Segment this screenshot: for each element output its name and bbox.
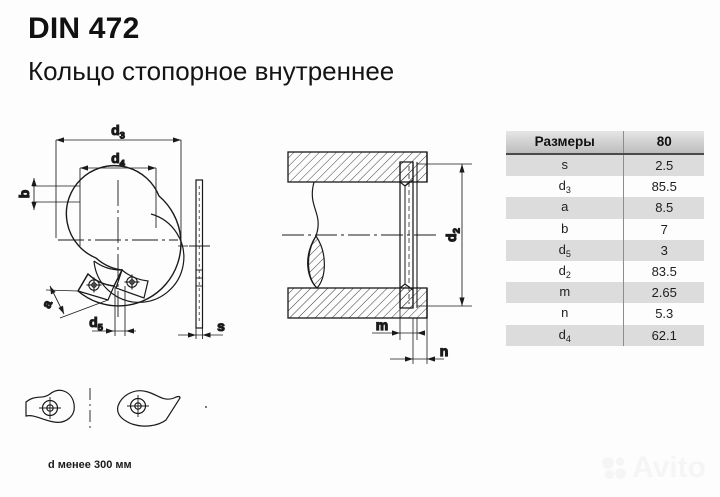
avito-watermark-text: Avito <box>632 451 706 484</box>
page-title: DIN 472 <box>28 12 140 45</box>
page-subtitle: Кольцо стопорное внутреннее <box>28 56 395 86</box>
lug-detail-right <box>117 390 181 427</box>
table-header-row: Размеры 80 <box>506 131 704 155</box>
dimension-b <box>31 178 80 210</box>
dimension-label-m: m <box>376 317 388 333</box>
section-extension-lines <box>399 308 428 364</box>
avito-watermark: Avito <box>601 453 706 483</box>
row-value: 2.5 <box>623 154 704 177</box>
section-view-drawing: d2 m n <box>282 151 472 364</box>
dimension-label-d4: d4 <box>111 150 126 170</box>
row-value: 5.3 <box>623 303 704 325</box>
dimension-a <box>45 285 109 319</box>
row-symbol: s <box>506 154 625 177</box>
side-edge-view <box>178 179 210 329</box>
table-row: d2 83.5 <box>506 261 704 283</box>
row-value: 2.65 <box>623 282 704 304</box>
dimension-label-d3: d3 <box>111 122 125 142</box>
dimension-label-a: a <box>39 297 56 310</box>
table-body: s 2.5 d3 85.5 a 8.5 b 7 d5 3 d2 83.5 <box>506 154 704 346</box>
table-row: n 5.3 <box>506 303 704 325</box>
dimensions-table: Размеры 80 s 2.5 d3 85.5 a 8.5 b 7 d5 <box>506 131 704 346</box>
row-value: 8.5 <box>623 197 704 219</box>
lug-detail-left <box>25 389 75 423</box>
table-row: d3 85.5 <box>506 176 704 198</box>
ring-lug-right <box>115 268 149 299</box>
front-view-drawing: d3 d4 b <box>18 121 226 339</box>
ring-lug-left <box>77 273 115 301</box>
table-row: a 8.5 <box>506 197 704 219</box>
center-axis-cross <box>58 180 178 318</box>
dimension-label-d2: d2 <box>443 228 463 242</box>
table-header-sizes: Размеры <box>506 131 625 155</box>
row-symbol: d4 <box>506 324 625 346</box>
table-row: s 2.5 <box>506 154 704 177</box>
table-header-value: 80 <box>623 131 704 155</box>
dimension-s <box>178 324 223 339</box>
row-value: 7 <box>623 218 704 240</box>
avito-logo-icon <box>602 457 627 480</box>
dimension-label-s: s <box>217 318 225 334</box>
page-header: DIN 472 Кольцо стопорное внутреннее <box>28 12 395 86</box>
row-symbol: a <box>506 197 625 219</box>
lug-detail-drawings <box>25 388 207 430</box>
row-symbol: b <box>506 218 625 240</box>
retaining-ring-outline <box>65 164 185 307</box>
dimension-d4 <box>79 165 157 246</box>
row-value: 83.5 <box>623 261 704 283</box>
row-value: 85.5 <box>623 176 704 198</box>
dimension-label-d5: d5 <box>89 314 104 334</box>
dimension-label-b: b <box>18 190 32 199</box>
detail-dot-marker <box>205 406 207 408</box>
table-row: m 2.65 <box>506 282 704 304</box>
break-line <box>307 181 325 289</box>
row-value: 62.1 <box>623 324 704 346</box>
dimension-n <box>390 356 444 362</box>
dimension-d2 <box>417 163 472 307</box>
table-row: d4 62.1 <box>506 324 704 346</box>
table-row: b 7 <box>506 218 704 240</box>
row-symbol: d5 <box>506 239 625 262</box>
dimension-d3 <box>55 137 182 238</box>
row-symbol: n <box>506 303 625 325</box>
row-symbol: m <box>506 282 625 304</box>
row-symbol: d3 <box>506 176 625 198</box>
table-row: d5 3 <box>506 239 704 262</box>
drawing-caption: d менее 300 мм <box>48 459 132 471</box>
dimension-m <box>372 330 425 336</box>
row-value: 3 <box>623 239 704 262</box>
dimension-d5 <box>92 286 136 336</box>
row-symbol: d2 <box>506 261 625 283</box>
dimension-label-n: n <box>440 343 449 359</box>
